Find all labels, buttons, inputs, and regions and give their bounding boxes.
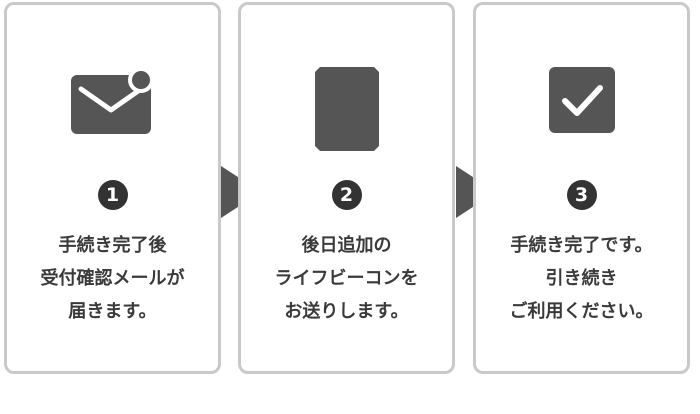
step-caption-line: 引き続き — [545, 268, 618, 289]
step-caption-line: 後日追加の — [301, 235, 392, 256]
mail-notification-icon — [70, 67, 154, 134]
step-card-3: 3 手続き完了です。 引き続き ご利用ください。 — [473, 2, 690, 374]
step-caption-1: 手続き完了後 受付確認メールが 届きます。 — [7, 229, 218, 328]
step-caption-2: 後日追加の ライフビーコンを お送りします。 — [241, 229, 452, 328]
step-caption-line: ライフビーコンを — [274, 268, 419, 289]
step-caption-line: 手続き完了です。 — [510, 235, 653, 256]
step-caption-line: 手続き完了後 — [58, 235, 167, 256]
step-number-badge-2: 2 — [331, 180, 362, 210]
step-caption-line: お送りします。 — [284, 301, 409, 322]
step-icon-container-3 — [476, 5, 687, 155]
step-card-2: 2 後日追加の ライフビーコンを お送りします。 — [238, 2, 455, 374]
step-number-badge-3: 3 — [566, 180, 597, 210]
checkbox-checked-icon — [548, 67, 615, 133]
step-caption-line: ご利用ください。 — [509, 301, 654, 322]
step-caption-line: 受付確認メールが — [40, 268, 185, 289]
card-icon — [314, 67, 379, 151]
step-icon-container-2 — [241, 5, 452, 155]
step-number-badge-1: 1 — [97, 180, 128, 210]
step-caption-line: 届きます。 — [68, 301, 157, 322]
step-icon-container-1 — [7, 5, 218, 155]
step-card-1: 1 手続き完了後 受付確認メールが 届きます。 — [4, 2, 221, 374]
step-caption-3: 手続き完了です。 引き続き ご利用ください。 — [476, 229, 687, 328]
